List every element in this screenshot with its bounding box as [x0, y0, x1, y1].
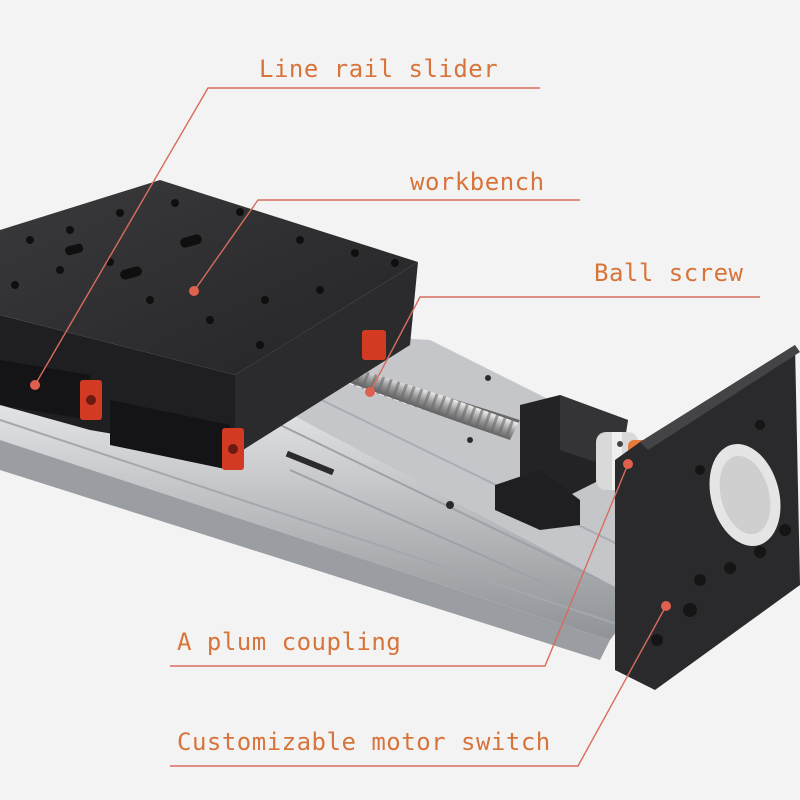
label-motor-switch: Customizable motor switch — [177, 728, 551, 756]
dot-workbench — [189, 286, 199, 296]
motor-mount-plate — [615, 345, 800, 690]
leader-lines — [34, 87, 760, 767]
label-ball-screw: Ball screw — [594, 259, 744, 287]
leader-line-ball-screw — [369, 296, 760, 393]
label-workbench: workbench — [410, 168, 545, 196]
dot-motor-switch — [661, 601, 671, 611]
leader-line-rail-slider — [34, 87, 540, 386]
aluminum-base-extrusion — [0, 330, 660, 660]
label-line-rail-slider: Line rail slider — [259, 55, 499, 83]
leader-line-plum-coupling — [170, 463, 629, 667]
label-plum-coupling: A plum coupling — [177, 628, 402, 656]
dot-ball-screw — [365, 387, 375, 397]
dot-plum-coupling — [623, 459, 633, 469]
dot-rail-slider — [30, 380, 40, 390]
leader-line-workbench — [193, 199, 580, 292]
workbench-carriage — [0, 180, 418, 470]
callout-dots — [30, 286, 671, 611]
leader-line-motor-switch — [170, 605, 667, 767]
